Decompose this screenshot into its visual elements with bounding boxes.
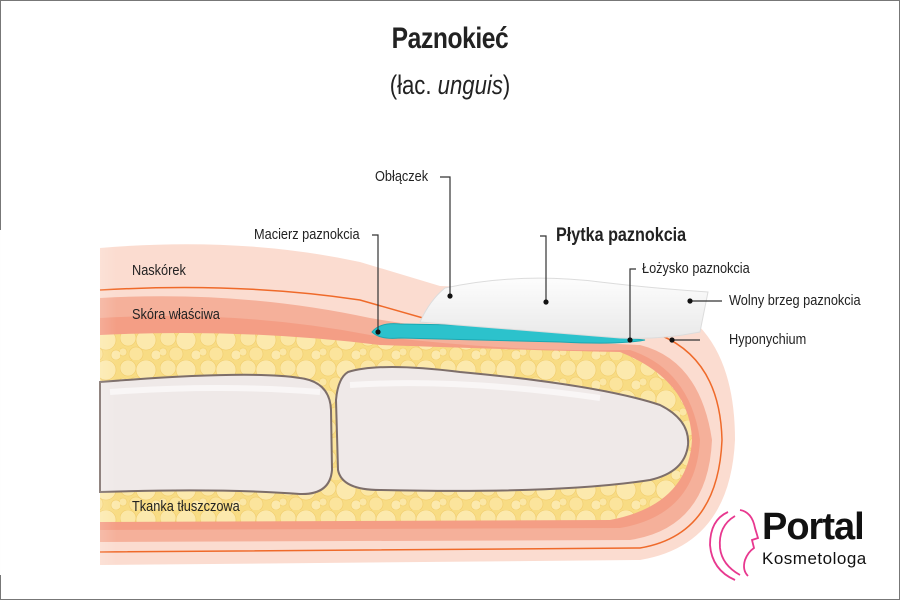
- label-oblaczek: Obłączek: [375, 168, 429, 185]
- label-skora: Skóra właściwa: [132, 306, 220, 323]
- subtitle-prefix: (łac.: [389, 70, 438, 100]
- label-tkanka: Tkanka tłuszczowa: [132, 498, 240, 515]
- subtitle-latin: unguis: [437, 70, 503, 100]
- label-hyponychium: Hyponychium: [729, 331, 807, 348]
- subtitle-suffix: ): [502, 70, 511, 100]
- label-wolny-brzeg: Wolny brzeg paznokcia: [729, 292, 861, 309]
- woman-profile-icon: [709, 509, 760, 581]
- logo-tagline: Kosmetologa: [762, 549, 867, 568]
- logo-portal-text: Portal: [762, 506, 865, 548]
- label-lozysko: Łożysko paznokcia: [642, 260, 750, 277]
- diagram-title: Paznokieć: [391, 22, 509, 55]
- label-macierz: Macierz paznokcia: [254, 226, 360, 243]
- label-naskorek: Naskórek: [132, 262, 186, 279]
- label-plytka: Płytka paznokcia: [556, 225, 687, 246]
- diagram-subtitle: (łac. unguis): [81, 70, 819, 101]
